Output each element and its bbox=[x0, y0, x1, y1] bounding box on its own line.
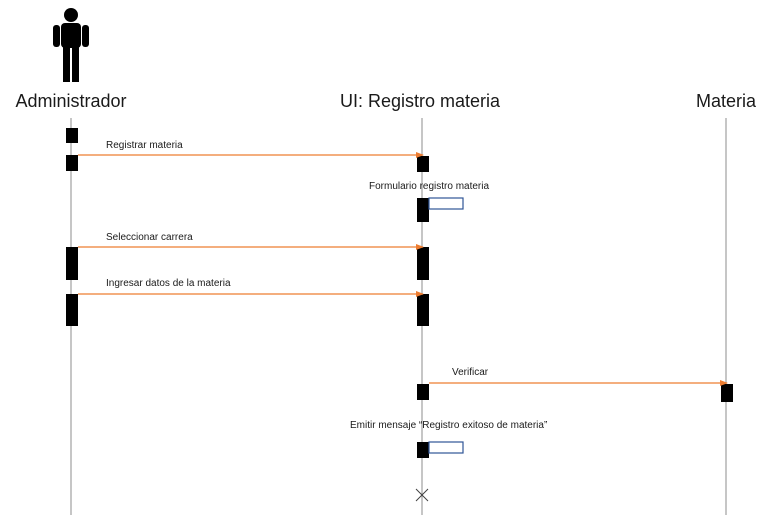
activation-admin-3 bbox=[66, 247, 78, 280]
activation-ui-3 bbox=[417, 247, 429, 280]
activation-ui-6 bbox=[417, 442, 429, 458]
self-message-box-formulario bbox=[428, 197, 464, 210]
activation-ui-2 bbox=[417, 198, 429, 222]
participant-materia-label: Materia bbox=[696, 91, 757, 111]
activation-ui-5 bbox=[417, 384, 429, 400]
activation-ui-4 bbox=[417, 294, 429, 326]
message-label-registrar-materia: Registrar materia bbox=[106, 140, 183, 151]
message-label-emitir-mensaje: Emitir mensaje “Registro exitoso de mate… bbox=[350, 420, 547, 431]
message-label-verificar: Verificar bbox=[452, 367, 489, 378]
activation-materia-1 bbox=[721, 384, 733, 402]
destroy-x-icon bbox=[415, 488, 429, 502]
self-message-box-emitir bbox=[428, 441, 464, 454]
activation-ui-1 bbox=[417, 156, 429, 172]
message-label-seleccionar-carrera: Seleccionar carrera bbox=[106, 232, 193, 243]
activation-admin-1 bbox=[66, 128, 78, 143]
participant-admin-label: Administrador bbox=[15, 91, 126, 111]
participant-ui-label: UI: Registro materia bbox=[340, 91, 501, 111]
activation-admin-4 bbox=[66, 294, 78, 326]
actor-icon bbox=[53, 8, 89, 82]
message-label-formulario-registro-materia: Formulario registro materia bbox=[369, 181, 489, 192]
message-label-ingresar-datos: Ingresar datos de la materia bbox=[106, 278, 231, 289]
activation-admin-2 bbox=[66, 155, 78, 171]
